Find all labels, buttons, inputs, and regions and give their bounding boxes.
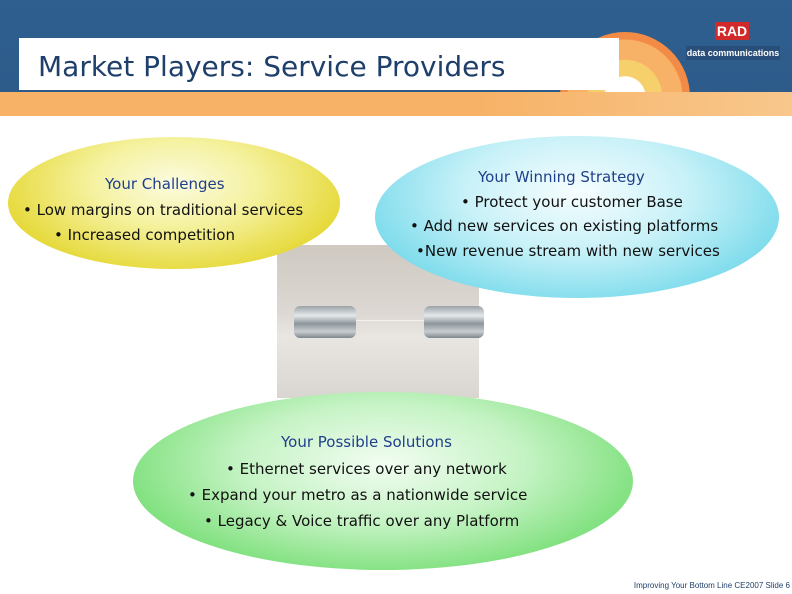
string-line (356, 320, 424, 331)
orange-stripe (0, 92, 792, 116)
rad-logo: RAD data communications (686, 22, 780, 62)
challenges-item: • Low margins on traditional services (23, 201, 304, 219)
strategy-ellipse (375, 136, 779, 298)
challenges-ellipse (8, 137, 340, 269)
slide-footer: Improving Your Bottom Line CE2007 Slide … (633, 581, 790, 590)
solutions-item: • Expand your metro as a nationwide serv… (188, 486, 528, 504)
tin-can-left (294, 306, 356, 338)
solutions-ellipse (133, 392, 633, 570)
challenges-heading: Your Challenges (105, 175, 225, 193)
logo-subtitle: data communications (686, 46, 780, 60)
strategy-heading: Your Winning Strategy (478, 168, 645, 186)
strategy-item: •New revenue stream with new services (416, 242, 720, 260)
title-box (19, 38, 619, 90)
solutions-item: • Legacy & Voice traffic over any Platfo… (204, 512, 520, 530)
logo-brand: RAD (715, 22, 749, 40)
strategy-item: • Protect your customer Base (461, 193, 683, 211)
slide-title: Market Players: Service Providers (38, 50, 506, 83)
solutions-heading: Your Possible Solutions (281, 433, 452, 451)
strategy-item: • Add new services on existing platforms (410, 217, 719, 235)
tin-can-right (424, 306, 484, 338)
solutions-item: • Ethernet services over any network (226, 460, 507, 478)
challenges-item: • Increased competition (54, 226, 235, 244)
